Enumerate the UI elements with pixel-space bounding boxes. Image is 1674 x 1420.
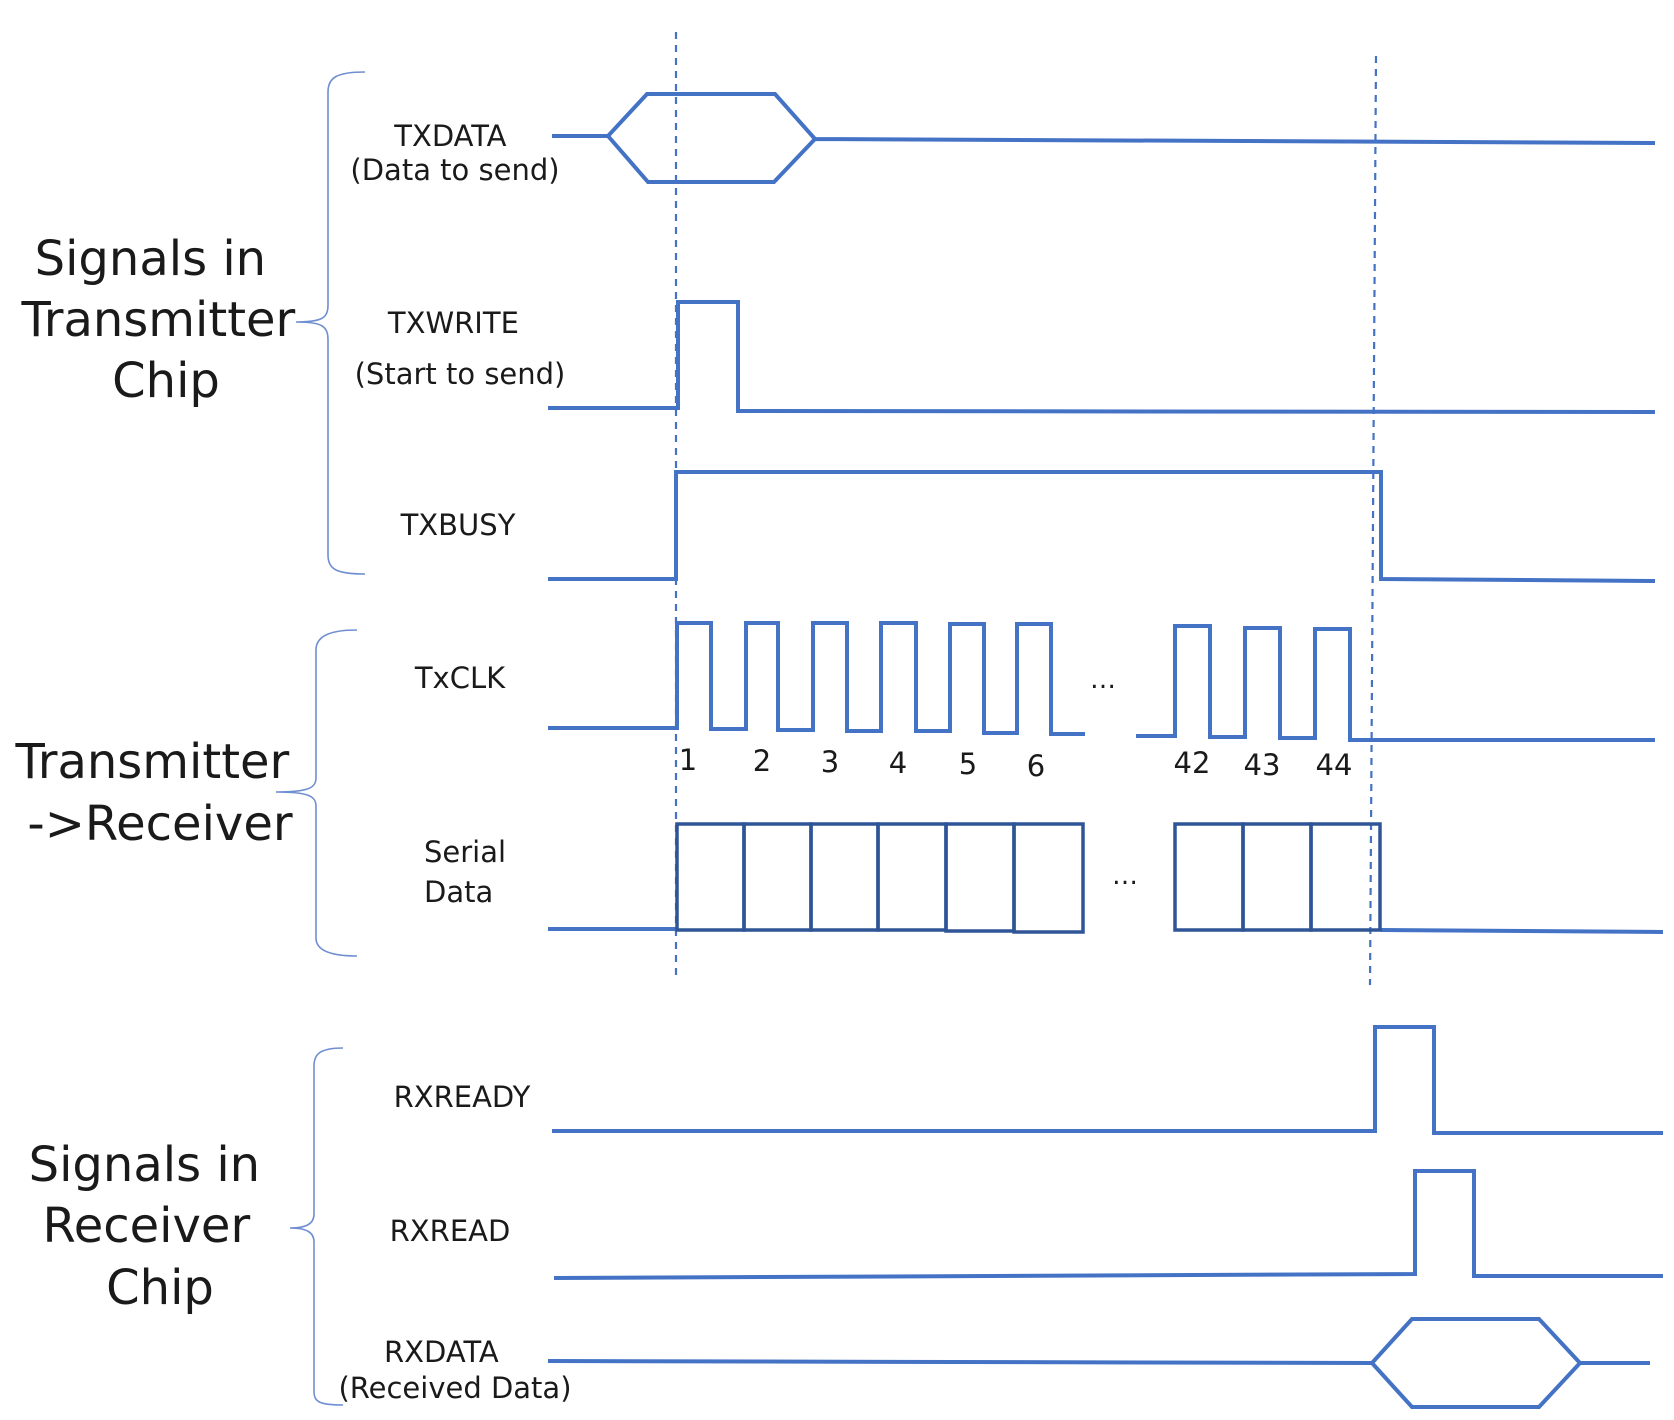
clock-label-3: 3 (821, 745, 839, 779)
clock-label-42: 42 (1174, 746, 1211, 780)
rxready-waveform (552, 1025, 1663, 1135)
txbusy-label: TXBUSY (400, 508, 516, 542)
txdata-waveform (552, 92, 1656, 184)
transmitter-group-label: Signals in Transmitter Chip (20, 231, 310, 409)
clock-label-43: 43 (1244, 748, 1281, 782)
receiver-group-label: Signals in Receiver Chip (29, 1137, 276, 1316)
serial-bit-2 (742, 822, 813, 932)
rxread-waveform (553, 1169, 1663, 1280)
rxread-label: RXREAD (390, 1214, 511, 1248)
serial-data-bits (675, 822, 1382, 934)
clock-label-2: 2 (753, 744, 771, 778)
txdata-label: TXDATA (Data to send) (350, 119, 559, 187)
clock-label-4: 4 (889, 746, 907, 780)
receiver-group-brace (289, 1047, 344, 1406)
txclk-label: TxCLK (414, 661, 506, 695)
txclk-waveform-part2 (1136, 624, 1655, 742)
transmitter-group-brace (295, 71, 366, 575)
serial-bit-1 (675, 822, 746, 932)
txbusy-waveform (548, 470, 1656, 583)
link-group-label: Transmitter ->Receiver (14, 734, 304, 852)
serial-bit-3 (809, 822, 880, 932)
txclk-ellipsis: … (1090, 665, 1116, 695)
clock-label-44: 44 (1316, 748, 1353, 782)
serial-bit-42 (1173, 822, 1245, 932)
link-group-brace (275, 629, 358, 957)
clock-cycle-labels: 1 2 3 4 5 6 42 43 44 (679, 743, 1353, 783)
serial-bit-4 (876, 822, 948, 932)
end-marker-line (1368, 55, 1378, 986)
serial-data-ellipsis: … (1112, 861, 1138, 891)
serial-bit-44 (1309, 822, 1382, 932)
serial-data-label: Serial Data (424, 835, 515, 909)
serial-bit-43 (1241, 822, 1313, 932)
clock-label-6: 6 (1027, 749, 1045, 783)
txwrite-waveform (548, 300, 1656, 414)
clock-label-5: 5 (959, 747, 977, 781)
txclk-waveform-part1 (548, 621, 1085, 736)
rxdata-label: RXDATA (Received Data) (338, 1335, 571, 1405)
serial-bit-6 (1012, 822, 1085, 934)
serial-data-baseline (548, 927, 1664, 934)
serial-bit-5 (944, 822, 1016, 933)
txwrite-label: TXWRITE (Start to send) (355, 306, 566, 391)
rxdata-waveform (547, 1317, 1650, 1409)
rxready-label: RXREADY (394, 1080, 531, 1114)
clock-label-1: 1 (679, 743, 697, 777)
